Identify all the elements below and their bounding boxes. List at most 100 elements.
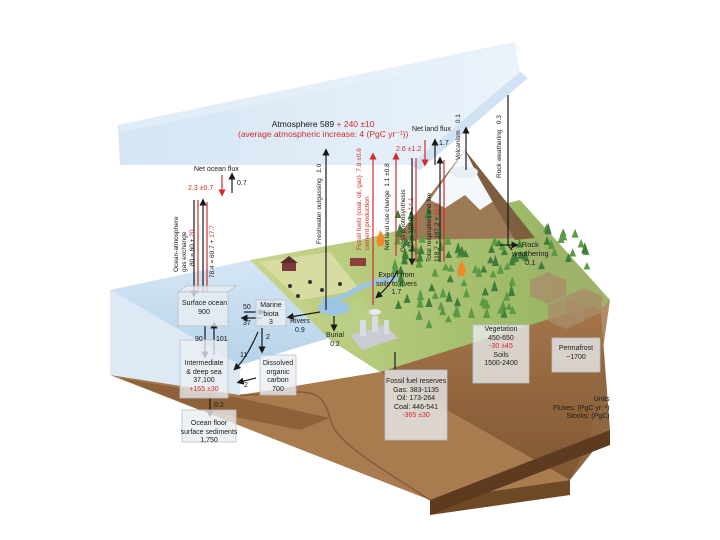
- doc-label: Dissolved organic carbon 700: [262, 360, 294, 393]
- tree: [512, 250, 520, 262]
- tree: [424, 206, 432, 219]
- tree: [537, 261, 545, 270]
- power-plant: [350, 309, 398, 350]
- atmosphere-increase-note: (average atmospheric increase: 4 (PgC yr…: [238, 129, 409, 139]
- freshwater-outgassing-label: Freshwater outgassing 1.0: [316, 163, 323, 244]
- permafrost-label: Permafrost ~1700: [558, 345, 594, 361]
- tree: [446, 274, 454, 283]
- farm-area: [280, 256, 366, 298]
- tree: [397, 265, 405, 275]
- surface-ocean-label: Surface ocean 900: [182, 300, 228, 316]
- tree: [409, 242, 417, 252]
- tree: [508, 276, 516, 286]
- tree: [416, 250, 424, 262]
- tree: [394, 299, 402, 310]
- net-ocean-flux-red: 2.3 ±0.7: [188, 185, 214, 192]
- tree: [428, 283, 436, 292]
- flux-arrows: [190, 95, 519, 418]
- tree: [439, 287, 447, 298]
- tree: [431, 291, 439, 299]
- tree: [489, 269, 497, 278]
- tree: [480, 265, 488, 273]
- tree: [503, 261, 511, 270]
- tree: [508, 284, 516, 297]
- tree: [454, 242, 462, 254]
- tree: [491, 280, 499, 292]
- tree: [583, 262, 591, 270]
- tree: [437, 301, 445, 310]
- river: [321, 275, 399, 303]
- tree: [547, 238, 555, 249]
- gas-exchange-label: Ocean-atmosphere gas exchange: [173, 216, 188, 272]
- tree: [416, 288, 424, 301]
- tree: [425, 297, 433, 308]
- tree: [445, 250, 453, 258]
- flux-90: 90: [195, 336, 203, 343]
- tree: [488, 244, 496, 253]
- tree: [467, 306, 475, 318]
- tree: [453, 296, 461, 307]
- tree: [481, 286, 489, 296]
- soils-label: Soils: [493, 351, 509, 359]
- tree: [505, 302, 513, 310]
- tree: [483, 300, 491, 308]
- tree: [417, 244, 425, 255]
- tree: [483, 306, 491, 318]
- tree: [425, 319, 433, 329]
- tree: [498, 241, 506, 251]
- land-use-change-label: Net land use change 1.1 ±0.8: [384, 163, 391, 250]
- tree: [416, 296, 424, 308]
- tree: [475, 266, 483, 278]
- tree: [564, 253, 572, 263]
- tree: [503, 290, 511, 301]
- tree: [462, 288, 470, 298]
- flux-2-doc: 2: [244, 382, 248, 389]
- tree: [460, 278, 468, 287]
- tree: [500, 247, 508, 256]
- ocean-surface-plane: [110, 260, 372, 365]
- tree: [557, 234, 565, 243]
- tree: [550, 247, 558, 257]
- tree: [431, 268, 439, 277]
- rock-weathering-flux-label: Rock weathering 0.3: [496, 115, 503, 178]
- fire-icon: [376, 230, 466, 276]
- tree: [571, 228, 579, 238]
- tree: [439, 305, 447, 316]
- atmosphere-title: Atmosphere 589 + 240 ±10 (average atmosp…: [238, 119, 409, 139]
- total-respiration-label: Total respiration and fire 118.7 = 107.2…: [426, 192, 441, 262]
- tree: [444, 234, 452, 245]
- tree: [543, 236, 551, 245]
- flux-37: 37: [243, 320, 251, 327]
- tree: [402, 236, 410, 247]
- tree: [415, 309, 423, 320]
- tree: [395, 228, 403, 238]
- tree: [491, 235, 499, 246]
- tree: [397, 271, 405, 283]
- tree: [491, 254, 499, 267]
- gas-exchange-down: 80 = 60 + 20: [189, 229, 196, 266]
- vegetation-label: Vegetation 450-650 -30 ±45 Soils 1500-24…: [474, 326, 528, 369]
- tree: [437, 240, 445, 252]
- marine-biota-label: Marine biota 3: [260, 302, 282, 326]
- tree: [403, 293, 411, 303]
- tree: [415, 255, 423, 268]
- tree: [407, 225, 415, 234]
- gross-photosynthesis-label: Gross photosynthesis 123 = 108.9 + 14.1: [400, 189, 415, 252]
- fossil-reserves-label: Fossil fuel reserves Gas: 383-1135 Oil: …: [386, 378, 447, 419]
- tree: [500, 307, 508, 318]
- tree: [544, 222, 552, 235]
- gas-exchange-up: 78.4 = 60.7 + 17.7: [209, 225, 216, 278]
- tree: [453, 305, 461, 318]
- tree: [401, 248, 409, 258]
- units-legend: Units Fluxes: (PgC yr⁻¹) Stocks: (PgC): [553, 396, 610, 420]
- lake: [318, 301, 350, 315]
- volcanism-label: Volcanism 0.1: [455, 114, 462, 160]
- tree: [487, 256, 495, 264]
- export-rivers-label: Export from soils to rivers 1.7: [376, 272, 417, 296]
- tree: [508, 257, 516, 266]
- flux-11: 11: [240, 352, 248, 359]
- tree: [471, 264, 479, 274]
- net-ocean-flux-black: 0.7: [237, 180, 247, 187]
- tree: [559, 228, 567, 237]
